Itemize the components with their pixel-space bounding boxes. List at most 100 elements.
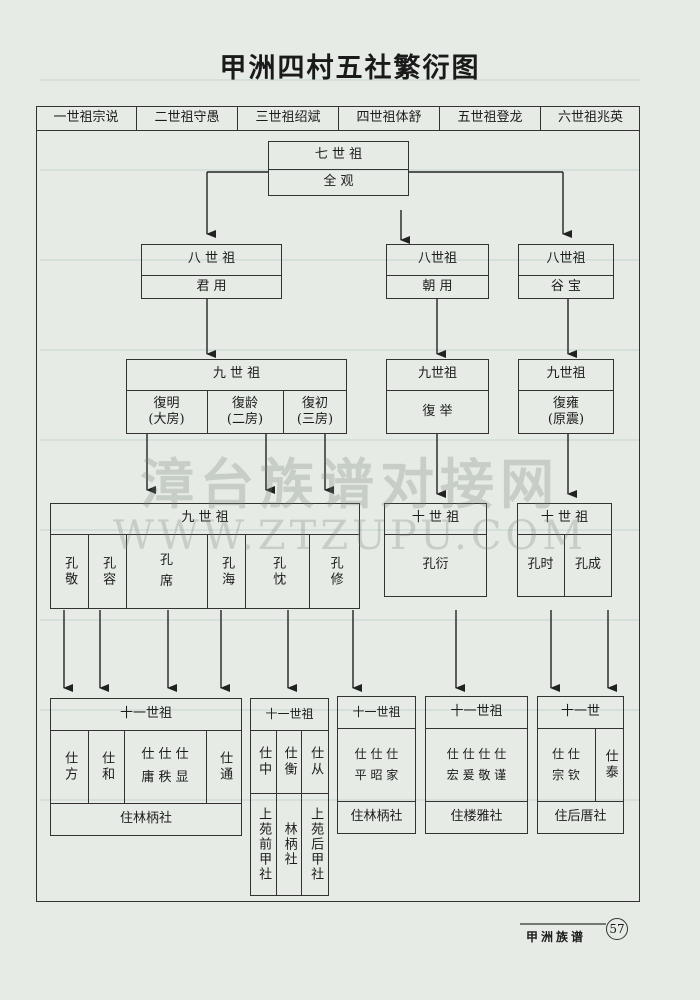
gen8-name-1: 君 用	[196, 278, 227, 294]
gen8-label-2: 八世祖	[417, 251, 457, 267]
gen11-a-sep-3	[206, 730, 207, 803]
page-title: 甲洲四村五社繁衍图	[219, 53, 481, 84]
gen10-main-sep-5	[309, 534, 310, 609]
gen9-main-box	[126, 359, 347, 434]
gen9-c-label: 九世祖	[546, 366, 586, 382]
gen8-divider-1	[141, 275, 282, 276]
gen8-box-2	[386, 244, 489, 299]
gen10-name-kongcheng: 孔成	[574, 557, 601, 573]
gen8-label-1: 八 世 祖	[187, 251, 236, 267]
footer-rule	[520, 923, 606, 925]
gen9-name-fuchu: 復初 (三房)	[296, 395, 334, 427]
gen11-name-shicong: 仕从	[308, 745, 324, 778]
gen9-main-divider	[126, 390, 347, 391]
gen8-label-3: 八世祖	[546, 251, 586, 267]
gen11-c-divider-top	[337, 728, 416, 729]
gen11-d-divider-bottom	[425, 801, 528, 802]
gen9-b-divider	[386, 390, 489, 391]
generation-3: 三世祖绍斌	[237, 106, 338, 130]
generation-1: 一世祖宗说	[53, 109, 119, 125]
gen10-name-kongrong: 孔容	[100, 555, 116, 588]
footer-title: 甲洲族谱	[526, 930, 587, 944]
gen11-name-shiheng: 仕衡	[281, 745, 297, 778]
gen9-b-box	[386, 359, 489, 434]
gen8-name-3: 谷 宝	[550, 278, 582, 294]
gen11-e-names-2: 仕泰	[602, 748, 618, 781]
gen10-b-name: 孔衍	[422, 557, 449, 573]
gen10-name-kongxi: 孔 席	[159, 552, 173, 589]
gen10-main-divider	[50, 534, 360, 535]
gen11-a-divider-bottom	[50, 803, 242, 804]
header-divider	[36, 130, 640, 131]
gen9-name-fuming: 復明 (大房)	[148, 395, 185, 427]
gen9-main-sep-2	[283, 390, 284, 434]
gen10-name-kongchen: 孔忱	[270, 555, 286, 588]
gen10-main-sep-4	[245, 534, 246, 609]
gen10-name-kongshi: 孔时	[527, 557, 554, 573]
gen8-divider-3	[518, 275, 614, 276]
gen11-d-names: 仕 仕 仕 仕 宏 爰 敬 谨	[446, 747, 507, 782]
gen11-b-divider-mid	[250, 793, 329, 794]
gen10-main-sep-2	[126, 534, 127, 609]
gen10-name-konghai: 孔海	[219, 555, 235, 588]
gen11-a-sep-1	[88, 730, 89, 803]
gen11-c-divider-bottom	[337, 801, 416, 802]
gen11-c-names: 仕 仕 仕 平 昭 家	[354, 747, 399, 782]
generation-6: 六世祖兆英	[540, 106, 640, 130]
gen7-divider	[268, 169, 409, 170]
gen11-b-place-1: 上苑前甲社	[256, 807, 272, 882]
gen10-main-box	[50, 503, 360, 609]
page-footer: 甲洲族谱 57	[520, 916, 650, 946]
gen9-b-label: 九世祖	[417, 366, 457, 382]
gen11-c-box	[337, 696, 416, 834]
gen10-c-label: 十 世 祖	[540, 510, 589, 526]
gen11-b-place-2: 林柄社	[281, 822, 297, 867]
gen11-e-label: 十一世	[560, 703, 600, 719]
gen10-b-box	[384, 503, 487, 597]
gen7-label: 七 世 祖	[314, 146, 363, 162]
gen10-name-kongjing: 孔敬	[62, 555, 78, 588]
gen9-c-name: 復雍 (原震)	[547, 395, 585, 427]
gen11-b-sep-1	[276, 730, 277, 896]
gen11-e-place: 住后厝社	[554, 809, 607, 825]
gen9-name-fuling: 復龄 (二房)	[226, 395, 264, 427]
gen11-d-label: 十一世祖	[450, 703, 503, 719]
gen11-b-divider-top	[250, 730, 329, 731]
generation-5: 五世祖登龙	[439, 106, 540, 130]
gen11-e-box	[537, 696, 624, 834]
gen11-c-label: 十一世祖	[352, 704, 401, 719]
gen11-d-divider-top	[425, 728, 528, 729]
gen9-c-box	[518, 359, 614, 434]
gen11-d-place: 住楼雅社	[450, 809, 503, 825]
gen10-main-sep-3	[207, 534, 208, 609]
gen11-e-sep	[595, 728, 596, 801]
gen11-d-box	[425, 696, 528, 834]
gen9-main-sep-1	[207, 390, 208, 434]
gen8-divider-2	[386, 275, 489, 276]
gen11-name-shihe: 仕和	[99, 750, 115, 783]
gen10-b-divider	[384, 534, 487, 535]
gen11-a-divider-top	[50, 730, 242, 731]
gen7-box	[268, 141, 409, 196]
gen7-name: 全 观	[323, 174, 354, 190]
gen10-main-label: 九 世 祖	[181, 510, 229, 526]
gen11-a-box	[50, 698, 242, 836]
gen11-name-shitong: 仕通	[217, 750, 233, 783]
gen9-c-divider	[518, 390, 614, 391]
gen11-e-names-1: 仕 仕 宗 钦	[552, 747, 580, 782]
gen11-b-sep-2	[301, 730, 302, 896]
gen10-c-sep	[564, 534, 565, 597]
gen9-main-label: 九 世 祖	[212, 366, 261, 382]
gen11-name-shifang: 仕方	[62, 750, 78, 783]
gen8-box-1	[141, 244, 282, 299]
gen10-b-label: 十 世 祖	[411, 510, 460, 526]
generation-4: 四世祖体舒	[338, 106, 439, 130]
gen11-name-shizhong: 仕中	[256, 745, 272, 778]
gen11-name-shiyong-group: 仕 仕 仕 庸 秩 显	[141, 747, 189, 785]
gen11-b-box	[250, 698, 329, 896]
gen11-b-place-3: 上苑后甲社	[308, 807, 324, 882]
gen8-box-3	[518, 244, 614, 299]
gen11-b-label: 十一世祖	[265, 706, 314, 721]
gen10-main-sep-1	[88, 534, 89, 609]
gen11-a-label: 十一世祖	[119, 705, 172, 721]
